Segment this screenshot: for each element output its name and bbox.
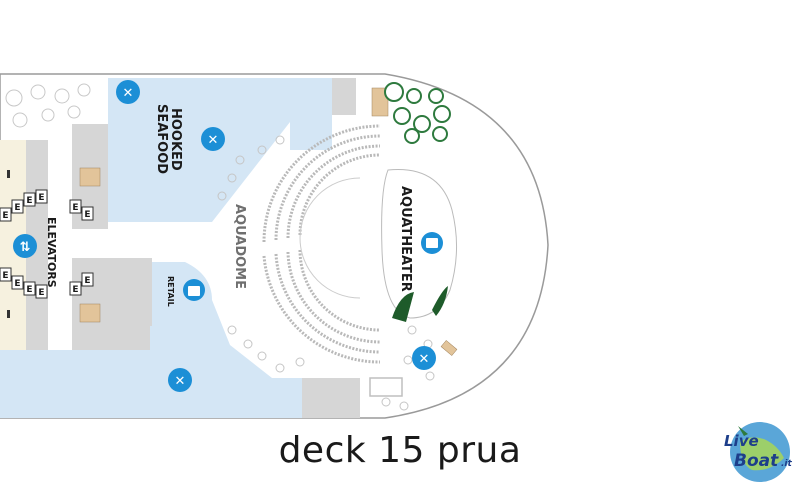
svg-text:E: E [72,203,78,213]
dining-icon-seafood: ✕ [201,127,225,151]
elevator-arrows-icon: ⇅ [13,234,37,258]
liveboat-logo: Live Boat .it [724,422,793,482]
shopping-bag-icon [183,279,205,301]
svg-text:E: E [14,279,20,289]
service-block-bottom [302,378,360,418]
svg-text:✕: ✕ [208,133,219,148]
theater-seat-icon [421,232,443,254]
svg-text:E: E [84,210,90,220]
svg-text:✕: ✕ [419,352,430,367]
svg-text:✕: ✕ [175,374,186,389]
svg-text:⇅: ⇅ [20,240,31,255]
elevators-label: ELEVATORS [45,217,58,288]
elevator-car-letters: E E E E E E E E E E E E [2,193,90,298]
aquadome-label: AQUADOME [232,204,247,289]
garden-topiary [371,82,451,144]
elevator-cars [0,189,94,299]
svg-text:.it: .it [781,459,793,469]
cream-corridor-markers [7,170,10,318]
bar-counter [369,377,403,397]
svg-text:Live: Live [724,432,759,450]
svg-text:E: E [14,203,20,213]
door-lower [79,303,101,323]
dining-icon-hooked: ✕ [116,80,140,104]
svg-text:E: E [38,288,44,298]
svg-text:E: E [2,271,8,281]
svg-text:E: E [72,285,78,295]
hooked-label: HOOKED [168,108,183,171]
dining-icon-promenade: ✕ [168,368,192,392]
amphitheater-seating [262,124,381,364]
aquatheater-label: AQUATHEATER [398,186,413,292]
svg-text:E: E [84,276,90,286]
deck-chair [440,340,458,356]
svg-text:E: E [26,196,32,206]
small-tables [217,135,435,411]
retail-label: RETAIL [166,276,175,307]
svg-text:E: E [38,193,44,203]
door-upper [79,167,101,187]
dining-icon-aquatheater: ✕ [412,346,436,370]
seafood-label: SEAFOOD [154,104,169,174]
service-block-top [332,78,356,115]
svg-text:E: E [2,211,8,221]
stage-arc [299,177,361,299]
svg-text:E: E [26,285,32,295]
lower-promenade-area [0,300,302,418]
hooked-seafood-area [108,78,332,222]
retail-shop [152,262,212,326]
deck-caption: deck 15 prua [278,430,522,471]
pool-green-right [432,286,448,316]
svg-text:✕: ✕ [123,86,134,101]
pool-green-left [392,292,414,322]
lounge-seating-area [5,83,91,128]
svg-text:Boat: Boat [734,451,779,471]
